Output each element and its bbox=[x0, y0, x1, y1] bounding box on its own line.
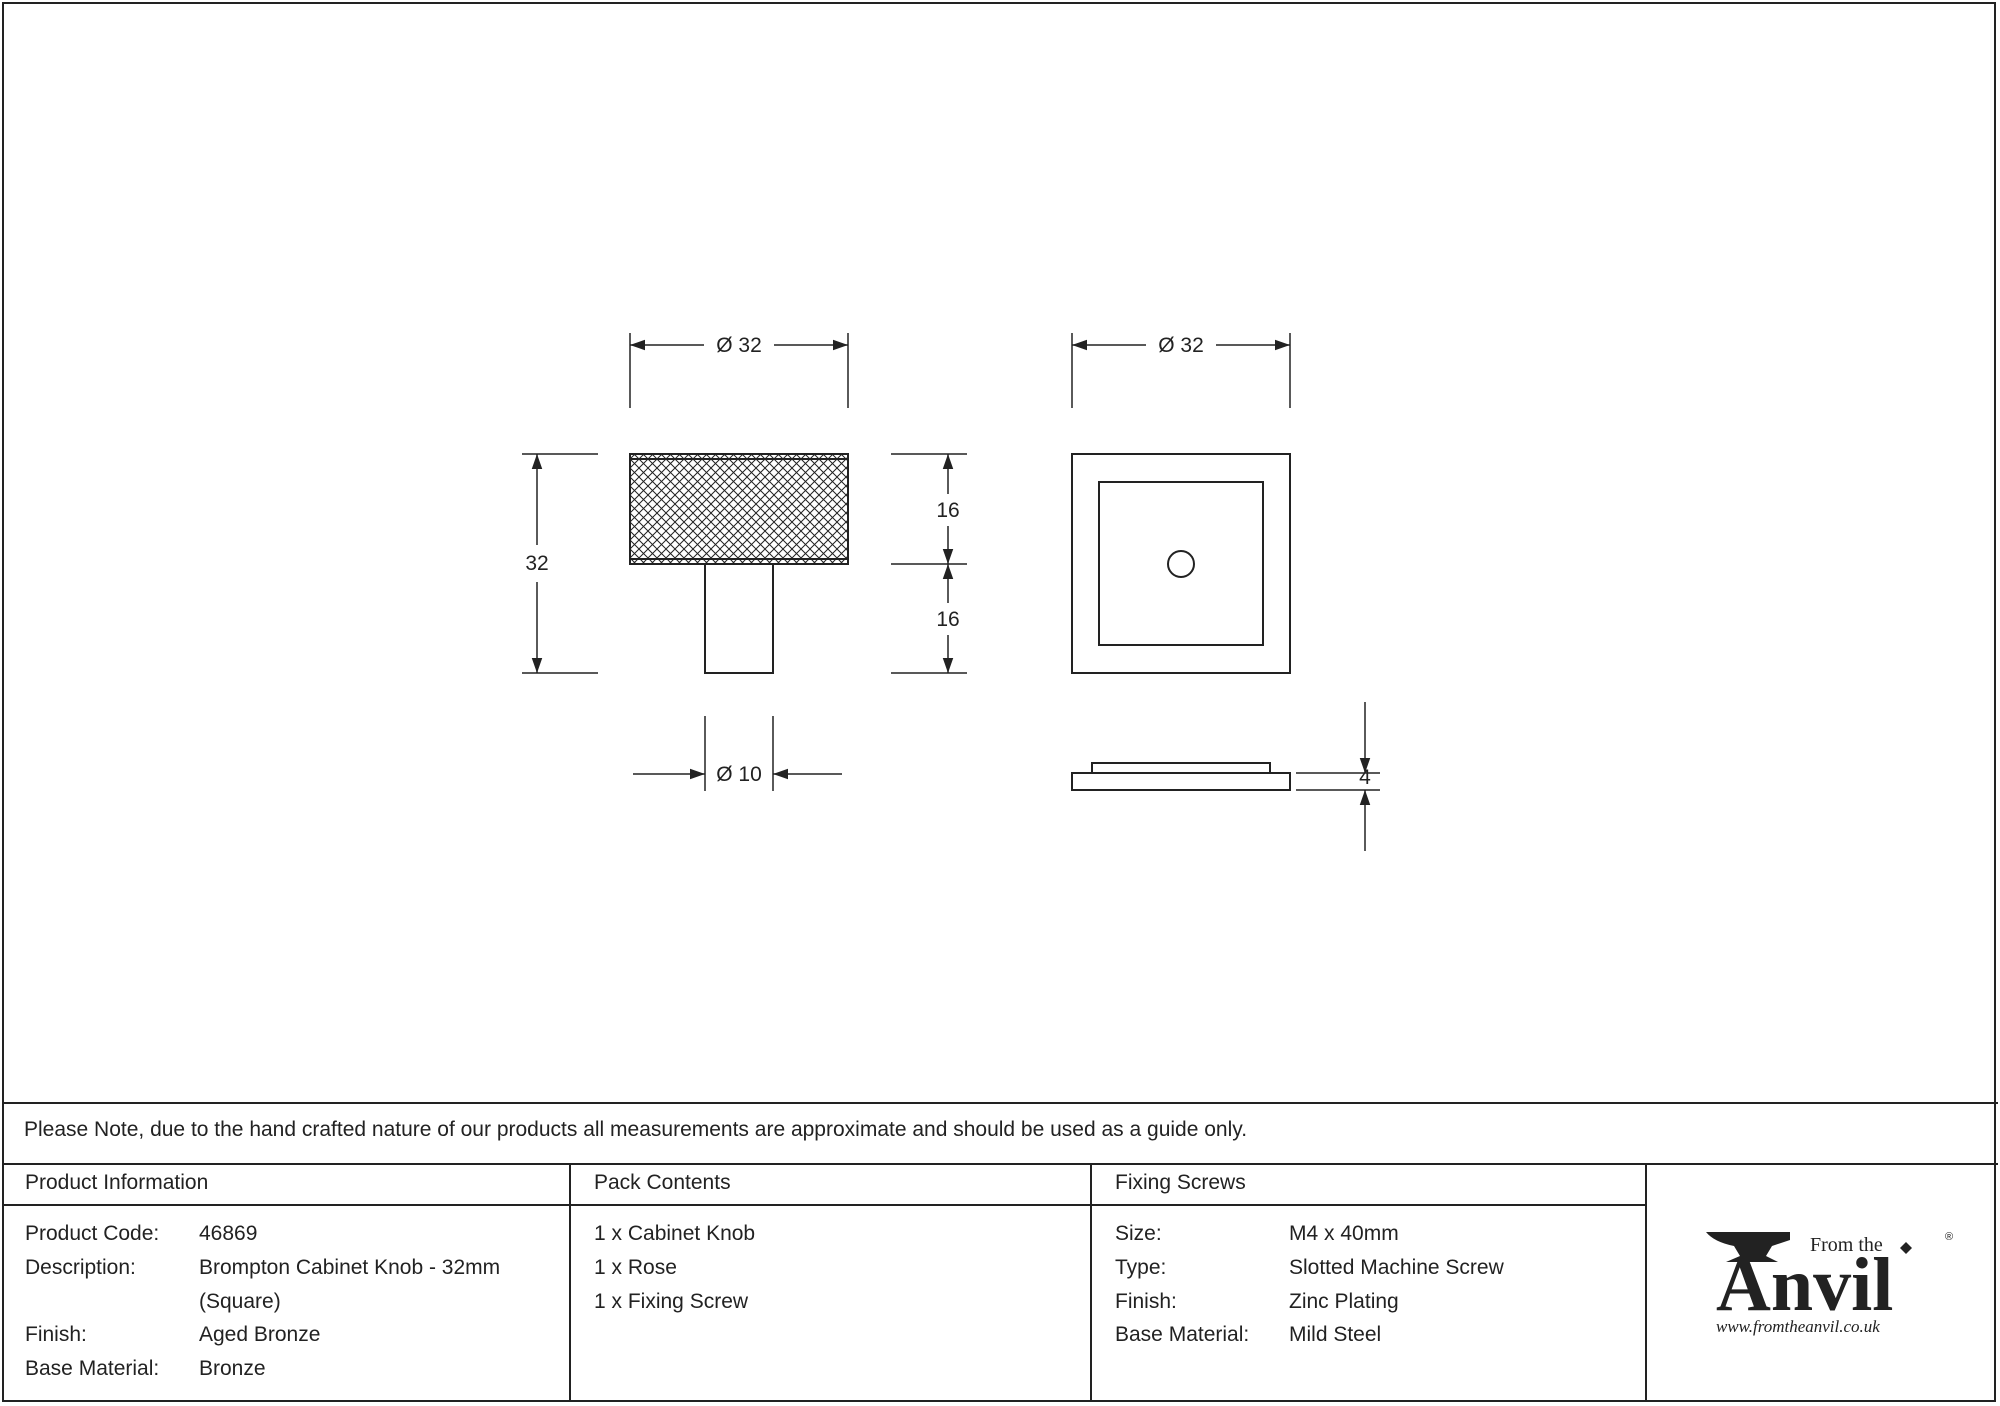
rose-plan-view bbox=[1071, 453, 1291, 674]
screw-finish-value: Zinc Plating bbox=[1289, 1290, 1399, 1313]
dim-rose-thickness bbox=[1296, 702, 1380, 851]
dim-stem-diameter bbox=[633, 716, 842, 791]
screw-hole bbox=[1167, 550, 1195, 578]
dim-knob-diameter bbox=[629, 333, 849, 408]
dim-knob-height bbox=[522, 453, 598, 674]
anvil-icon bbox=[1706, 1232, 1790, 1262]
pack-contents-heading: Pack Contents bbox=[594, 1171, 731, 1194]
product-code-label: Product Code: bbox=[25, 1222, 160, 1245]
table-grid bbox=[2, 1102, 1998, 1402]
logo-url: www.fromtheanvil.co.uk bbox=[1716, 1317, 1880, 1336]
dim-stem-diameter-label: Ø 10 bbox=[716, 763, 762, 786]
product-info-heading: Product Information bbox=[25, 1171, 209, 1194]
pack-item: 1 x Rose bbox=[594, 1256, 677, 1279]
base-material-value: Bronze bbox=[199, 1357, 266, 1380]
dim-head-height-label: 16 bbox=[936, 499, 959, 522]
disclaimer-note: Please Note, due to the hand crafted nat… bbox=[24, 1118, 1248, 1141]
dim-stem-height-label: 16 bbox=[936, 608, 959, 631]
product-code-value: 46869 bbox=[199, 1222, 258, 1245]
logo-from-the: From the bbox=[1810, 1234, 1883, 1256]
finish-value: Aged Bronze bbox=[199, 1323, 321, 1346]
base-material-label: Base Material: bbox=[25, 1357, 160, 1380]
logo-brand: Anvil bbox=[1716, 1243, 1893, 1327]
description-label: Description: bbox=[25, 1256, 136, 1279]
pack-item: 1 x Fixing Screw bbox=[594, 1290, 749, 1313]
diamond-icon bbox=[1900, 1242, 1912, 1254]
finish-label: Finish: bbox=[25, 1323, 87, 1346]
screw-size-label: Size: bbox=[1115, 1222, 1162, 1245]
from-the-anvil-logo: From the ® Anvil www.fromtheanvil.co.uk bbox=[1706, 1231, 1953, 1336]
screw-type-value: Slotted Machine Screw bbox=[1289, 1256, 1504, 1279]
dim-knob-diameter-label: Ø 32 bbox=[716, 334, 762, 357]
screw-size-value: M4 x 40mm bbox=[1289, 1222, 1399, 1245]
screw-material-value: Mild Steel bbox=[1289, 1323, 1382, 1346]
dim-head-stem-heights bbox=[891, 453, 967, 674]
dim-rose-diameter-label: Ø 32 bbox=[1158, 334, 1204, 357]
dim-rose-thickness-label: 4 bbox=[1359, 766, 1371, 789]
description-value-cont: (Square) bbox=[199, 1290, 281, 1313]
dim-knob-height-label: 32 bbox=[525, 552, 548, 575]
screw-finish-label: Finish: bbox=[1115, 1290, 1177, 1313]
pack-item: 1 x Cabinet Knob bbox=[594, 1222, 756, 1245]
description-value: Brompton Cabinet Knob - 32mm bbox=[199, 1256, 501, 1279]
screw-type-label: Type: bbox=[1115, 1256, 1167, 1279]
registered-mark: ® bbox=[1945, 1231, 1953, 1243]
screw-material-label: Base Material: bbox=[1115, 1323, 1250, 1346]
knob-stem bbox=[704, 563, 774, 674]
rose-side-view bbox=[1071, 762, 1291, 791]
fixing-screws-heading: Fixing Screws bbox=[1115, 1171, 1246, 1194]
dim-rose-diameter bbox=[1071, 333, 1291, 408]
knurled-head bbox=[629, 453, 849, 565]
knob-side-view bbox=[629, 453, 849, 674]
